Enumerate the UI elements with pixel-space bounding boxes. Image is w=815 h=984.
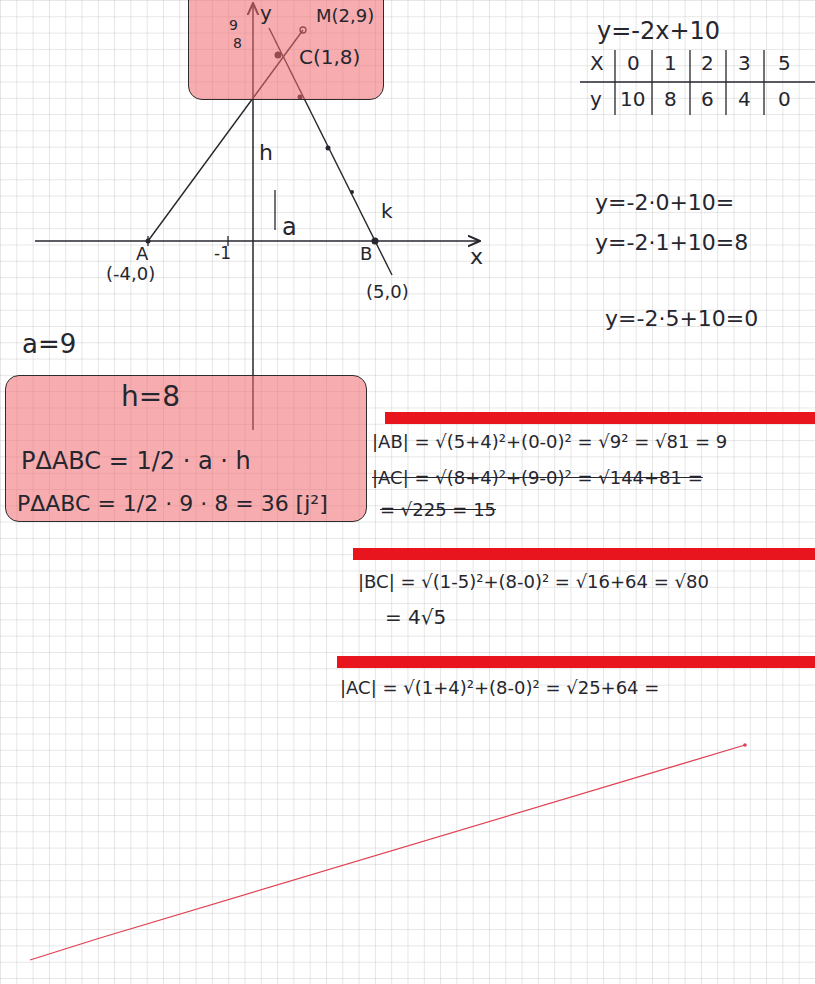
handwritten-text: y=-2·1+10=8 <box>595 230 748 255</box>
handwritten-text: |AB| = √(5+4)²+(0-0)² = √9² = √81 = 9 <box>372 432 727 453</box>
table-rule <box>651 50 652 115</box>
point-a <box>146 239 151 244</box>
red-bar <box>337 656 815 668</box>
handwritten-text: = √225 = 15 <box>380 500 496 521</box>
handwritten-text: (-4,0) <box>106 264 155 285</box>
point-b <box>372 238 379 245</box>
handwritten-text: h=8 <box>121 381 180 413</box>
handwritten-text: 5 <box>778 52 791 75</box>
handwritten-text: 8 <box>233 35 242 51</box>
handwritten-text: 10 <box>620 88 645 111</box>
handwritten-text: a <box>282 214 297 242</box>
handwritten-text: x <box>470 244 483 269</box>
segment-a <box>274 190 275 230</box>
table-rule <box>614 50 615 115</box>
red-line <box>30 745 745 960</box>
red-dot <box>743 743 747 747</box>
table-point <box>326 146 331 151</box>
handwritten-text: |BC| = √(1-5)²+(8-0)² = √16+64 = √80 <box>358 572 709 593</box>
handwritten-text: k <box>381 200 393 223</box>
highlight-box: h=8PΔABC = 1/2 · a · h PΔABC = 1/2 · 9 · … <box>5 375 367 522</box>
red-bar <box>385 412 815 424</box>
handwritten-text: -1 <box>214 244 231 264</box>
handwritten-text: 6 <box>701 88 714 111</box>
handwritten-text: a=9 <box>22 330 76 360</box>
handwritten-text: y=-2·0+10= <box>595 190 734 215</box>
handwritten-text: 0 <box>627 52 640 75</box>
handwritten-text: X <box>590 52 604 75</box>
handwritten-text: C(1,8) <box>299 46 360 69</box>
handwritten-text: y <box>260 2 272 25</box>
x-axis <box>35 240 480 242</box>
handwritten-text: M(2,9) <box>316 6 374 27</box>
handwritten-text: = 4√5 <box>385 606 446 629</box>
table-rule <box>763 50 764 115</box>
handwritten-text: 4 <box>738 88 751 111</box>
handwritten-text: y <box>590 88 602 111</box>
handwritten-text: B <box>360 244 372 265</box>
handwritten-text: 9 <box>229 17 238 33</box>
handwritten-text: 1 <box>664 52 677 75</box>
handwritten-text: 2 <box>701 52 714 75</box>
handwritten-text: h <box>259 140 273 165</box>
handwritten-text: (5,0) <box>366 282 409 303</box>
handwritten-text: 0 <box>778 88 791 111</box>
handwritten-text: A <box>136 244 148 265</box>
handwritten-text: PΔABC = 1/2 · a · h <box>21 448 251 476</box>
table-rule <box>689 50 690 115</box>
table-point <box>350 190 354 194</box>
table-rule <box>725 50 726 115</box>
handwritten-text: y=-2x+10 <box>597 18 720 46</box>
handwritten-text: y=-2·5+10=0 <box>605 306 758 331</box>
handwritten-text: |AC| = √(8+4)²+(9-0)² = √144+81 = <box>372 468 703 489</box>
highlight-box: y 9 8 M(2,9) C(1,8) <box>188 0 384 100</box>
handwritten-text: 8 <box>664 88 677 111</box>
handwritten-text: 3 <box>738 52 751 75</box>
handwritten-text: |AC| = √(1+4)²+(8-0)² = √25+64 = <box>340 678 659 699</box>
handwritten-text: PΔABC = 1/2 · 9 · 8 = 36 [j²] <box>17 491 328 516</box>
red-bar <box>353 548 815 560</box>
